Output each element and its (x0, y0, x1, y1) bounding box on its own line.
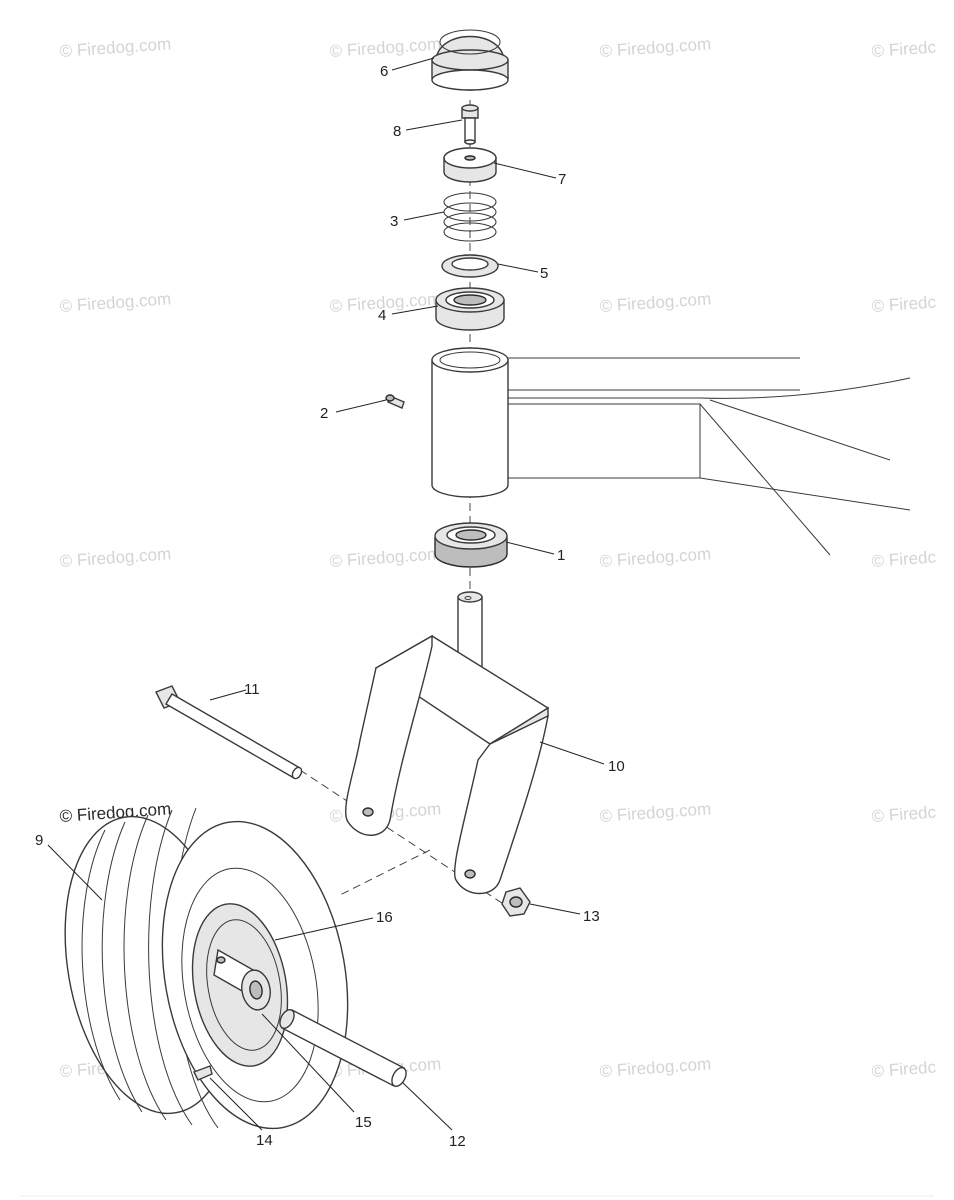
callout-10: 10 (608, 758, 625, 775)
callout-14: 14 (256, 1132, 273, 1149)
part-3-spring (443, 192, 497, 242)
watermark: © Firedog.com (599, 34, 712, 61)
part-12-spacer-tube (279, 1009, 407, 1087)
callout-5: 5 (540, 265, 548, 282)
part-9-tire-wheel (64, 807, 349, 1130)
watermark: © Firedc (871, 548, 937, 571)
part-4-upper-bearing (435, 287, 505, 331)
callout-15: 15 (355, 1114, 372, 1131)
caster-frame-arm (497, 357, 911, 556)
part-7-washer (443, 147, 497, 183)
leader-lines (47, 57, 605, 1131)
watermark: © Firedog.com (599, 544, 712, 571)
callout-2: 2 (320, 405, 328, 422)
watermark: © Firedog.com (599, 289, 712, 316)
part-2-grease-fitting (385, 394, 405, 409)
wheel-axis-line (339, 849, 431, 896)
watermark: © Firedc (871, 803, 937, 826)
part-8-bolt (461, 104, 479, 145)
callout-8: 8 (393, 123, 401, 140)
part-6-dust-cap (431, 29, 509, 91)
part-11-axle-bolt (155, 685, 303, 780)
callout-7: 7 (558, 171, 566, 188)
part-10-caster-fork (344, 591, 550, 895)
watermark: © Firedc (871, 293, 937, 316)
axle-axis-line (299, 769, 506, 906)
watermark: © Firedog.com (59, 544, 172, 571)
callout-13: 13 (583, 908, 600, 925)
callout-labels: 6 8 7 3 5 4 2 1 10 11 13 16 9 14 15 12 (35, 63, 625, 1150)
part-5-thrust-washer (441, 254, 499, 278)
callout-3: 3 (390, 213, 398, 230)
callout-6: 6 (380, 63, 388, 80)
callout-11: 11 (244, 681, 260, 698)
callout-9: 9 (35, 832, 43, 849)
part-13-nut (501, 887, 531, 917)
callout-12: 12 (449, 1133, 466, 1150)
watermark: © Firedc (871, 38, 937, 61)
watermark: © Firedog.com (599, 799, 712, 826)
callout-4: 4 (378, 307, 386, 324)
watermark: © Firedog.com (599, 1054, 712, 1081)
watermark: © Firedog.com (59, 34, 172, 61)
watermark: © Firedog.com (329, 34, 442, 61)
watermark: © Firedc (871, 1058, 937, 1081)
part-1-lower-bearing (434, 522, 508, 568)
caster-pivot-tube (431, 347, 509, 498)
callout-16: 16 (376, 909, 393, 926)
watermark: © Firedog.com (329, 544, 442, 571)
callout-1: 1 (557, 547, 565, 564)
watermark: © Firedog.com (59, 289, 172, 316)
